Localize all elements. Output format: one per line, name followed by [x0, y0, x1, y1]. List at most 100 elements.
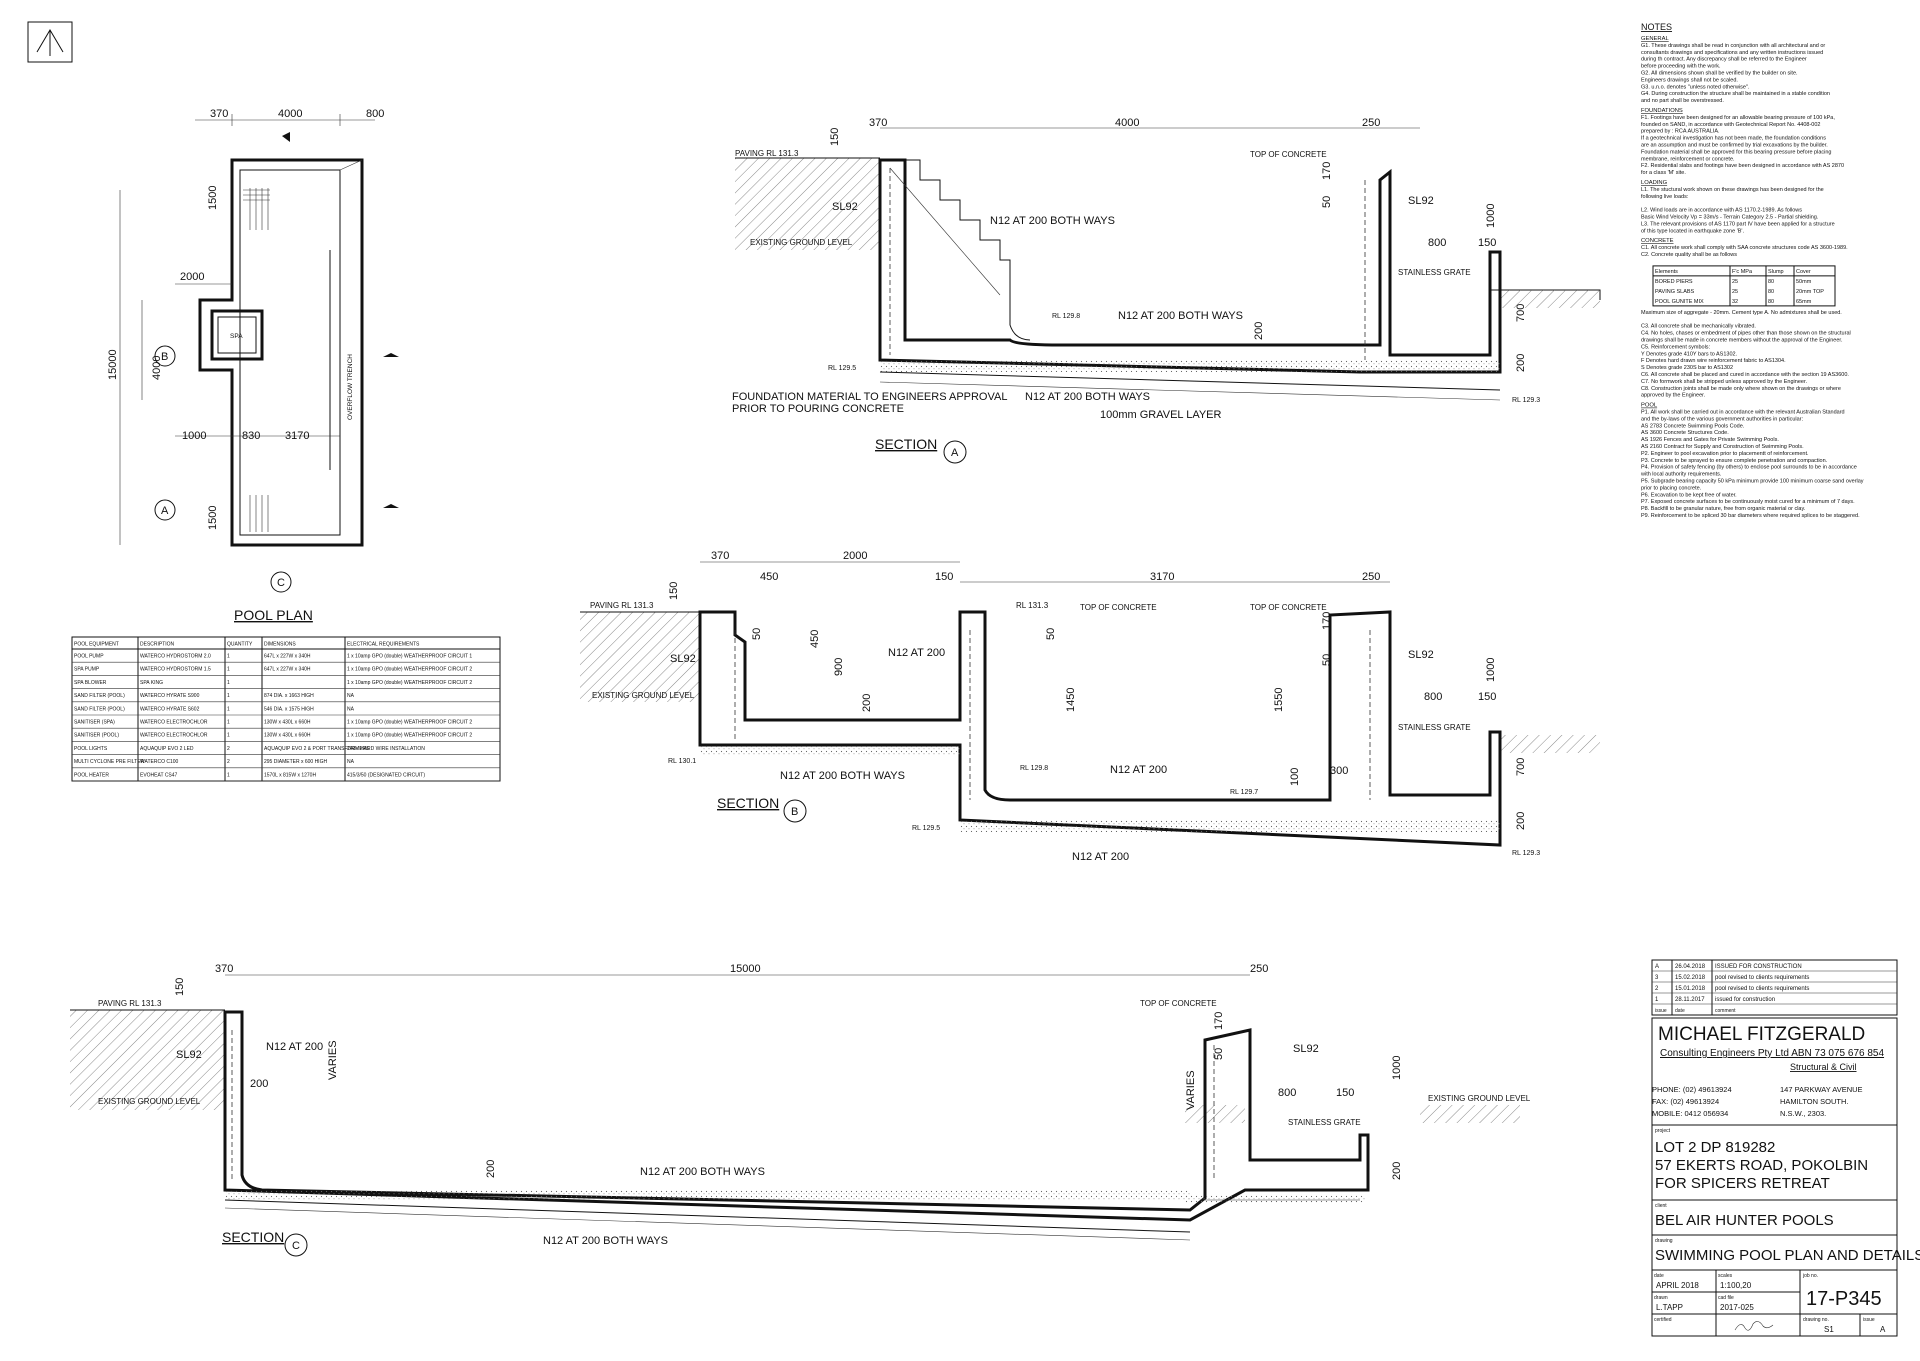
section-a: 370 4000 250 150 170 50 1000 800 150 200…: [732, 117, 1601, 464]
sb-dim-2000: 2000: [843, 550, 867, 562]
notes-line: drawings shall be made in concrete membe…: [1641, 338, 1843, 344]
concrete-cell: 25: [1732, 279, 1738, 285]
notes-line: Engineers drawings shall not be scaled.: [1641, 77, 1738, 83]
company-discipline: Structural & Civil: [1790, 1062, 1857, 1072]
section-b: 370 2000 450 150 3170 250 150 50 450 900…: [580, 550, 1600, 863]
sb-dim-1450: 1450: [1065, 688, 1077, 712]
revision-cell: 26.04.2018: [1675, 964, 1706, 970]
sc-paving: PAVING RL 131.3: [98, 999, 162, 1008]
sb-sl92-right: SL92: [1408, 649, 1434, 661]
concrete-header: F'c MPa: [1732, 269, 1753, 275]
job-no-label: job no.: [1802, 1273, 1818, 1279]
equipment-cell: 130W x 430L x 660H: [264, 720, 311, 726]
sa-dim-200b: 200: [1515, 354, 1527, 372]
concrete-cell: 80: [1768, 299, 1774, 305]
notes-line: P9. Reinforcement to be spliced 30 bar d…: [1641, 513, 1860, 519]
equipment-cell: 1 x 10amp GPO (double) WEATHERPROOF CIRC…: [347, 680, 472, 686]
sb-rl-1301: RL 130.1: [668, 758, 696, 765]
notes-line: S Denotes grade 230S bar to AS1302: [1641, 365, 1733, 371]
sc-dim-370: 370: [215, 963, 233, 975]
concrete-cell: 65mm: [1796, 299, 1812, 305]
notes-line: prior to placing concrete.: [1641, 485, 1702, 491]
revision-cell: ISSUED FOR CONSTRUCTION: [1715, 964, 1802, 970]
sb-n12-a: N12 AT 200: [888, 647, 945, 659]
svg-text:C: C: [277, 577, 285, 589]
revision-cell: 15.02.2018: [1675, 975, 1706, 981]
notes-line: C5. Reinforcement symbols:: [1641, 344, 1711, 350]
sa-dim-1000: 1000: [1485, 204, 1497, 228]
notes-line: C8. Construction joints shall be made on…: [1641, 386, 1841, 392]
sb-top-concrete-1: TOP OF CONCRETE: [1080, 603, 1157, 612]
equipment-cell: NA: [347, 706, 355, 712]
equipment-cell: 2: [227, 746, 230, 752]
concrete-cell: 20mm TOP: [1796, 289, 1824, 295]
equipment-cell: 1: [227, 720, 230, 726]
equipment-cell: 1: [227, 667, 230, 673]
sb-existing-ground: EXISTING GROUND LEVEL: [592, 691, 695, 700]
concrete-cell: 80: [1768, 279, 1774, 285]
sa-sl92-left: SL92: [832, 201, 858, 213]
equipment-cell: WATERCO C100: [140, 759, 179, 765]
plan-dim-step-bot: 1500: [207, 506, 219, 530]
certified-label: certified: [1654, 1317, 1672, 1323]
sc-varies-right: VARIES: [1185, 1070, 1197, 1110]
notes-heading: LOADING: [1641, 180, 1668, 186]
notes-line: Basic Wind Velocity Vp = 33m/s - Terrain…: [1641, 215, 1819, 221]
concrete-cell: 25: [1732, 289, 1738, 295]
sc-dim-150b: 150: [1336, 1087, 1354, 1099]
equipment-cell: SAND FILTER (POOL): [74, 693, 125, 699]
project-line-3: FOR SPICERS RETREAT: [1655, 1175, 1830, 1192]
notes-line: prepared by : RCA AUSTRALIA.: [1641, 129, 1720, 135]
sc-n12-mid: N12 AT 200 BOTH WAYS: [640, 1166, 765, 1178]
sc-n12-wall: N12 AT 200: [266, 1041, 323, 1053]
notes-line: P4. Provision of safety fencing (by othe…: [1641, 465, 1857, 471]
sb-dim-450: 450: [760, 571, 778, 583]
equipment-cell: SANITISER (POOL): [74, 733, 119, 739]
scales-value: 1:100,20: [1720, 1281, 1752, 1290]
company-abn: Consulting Engineers Pty Ltd ABN 73 075 …: [1660, 1048, 1884, 1059]
equipment-cell: 240V HARD WIRE INSTALLATION: [347, 746, 425, 752]
sb-rl-1295: RL 129.5: [912, 825, 940, 832]
equipment-cell: POOL PUMP: [74, 654, 104, 660]
notes-line: C4. No holes, chases or embedment of pip…: [1641, 331, 1851, 337]
notes-line: AS 1926 Fences and Gates for Private Swi…: [1641, 437, 1779, 443]
sb-dim-3170: 3170: [1150, 571, 1174, 583]
equipment-header: DIMENSIONS: [264, 642, 296, 648]
section-c-title: SECTION: [222, 1229, 284, 1245]
equipment-cell: 874 DIA. x 1663 HIGH: [264, 693, 314, 699]
notes-line: C2. Concrete quality shall be as follows: [1641, 252, 1737, 258]
concrete-header: Cover: [1796, 269, 1811, 275]
section-b-title: SECTION: [717, 795, 779, 811]
equipment-cell: AQUAQUIP EVO 2 & PORT TRANSFORMERS: [264, 746, 370, 752]
marker-c-icon: C: [270, 571, 292, 593]
equipment-cell: WATERCO ELECTROCHLOR: [140, 733, 208, 739]
concrete-cell: POOL GUNITE MIX: [1655, 299, 1704, 305]
notes-line: before proceeding with the work.: [1641, 64, 1721, 70]
notes-line: L3. The relevant provisions of AS 1170 p…: [1641, 221, 1835, 227]
revision-cell: issued for construction: [1715, 997, 1775, 1003]
sb-dim-150: 150: [935, 571, 953, 583]
equipment-cell: SPA BLOWER: [74, 680, 107, 686]
sb-dim-450v: 450: [809, 630, 821, 648]
sc-dim-150: 150: [174, 978, 186, 996]
sb-stainless-grate: STAINLESS GRATE: [1398, 723, 1471, 732]
section-c-marker: C: [292, 1240, 300, 1252]
equipment-cell: SANITISER (SPA): [74, 720, 115, 726]
equipment-cell: WATERCO HYRATE S900: [140, 693, 200, 699]
project-line-1: LOT 2 DP 819282: [1655, 1139, 1775, 1156]
sb-dim-150v: 150: [668, 582, 680, 600]
cad-label: cad file: [1718, 1295, 1734, 1301]
sc-stainless-grate: STAINLESS GRATE: [1288, 1118, 1361, 1127]
revision-cell: 28.11.2017: [1675, 997, 1705, 1003]
project-line-2: 57 EKERTS ROAD, POKOLBIN: [1655, 1157, 1868, 1174]
sb-n12-b: N12 AT 200: [1110, 764, 1167, 776]
plan-dim-bot-a: 1000: [182, 430, 206, 442]
notes-line: Maximum size of aggregate - 20mm. Cement…: [1641, 310, 1842, 316]
drawing-no-label: drawing no.: [1803, 1317, 1829, 1323]
mobile: MOBILE: 0412 056934: [1652, 1109, 1728, 1118]
equipment-cell: 1 x 10amp GPO (double) WEATHERPROOF CIRC…: [347, 720, 472, 726]
plan-dim-step-top: 1500: [207, 186, 219, 210]
equipment-header: ELECTRICAL REQUIREMENTS: [347, 642, 420, 648]
